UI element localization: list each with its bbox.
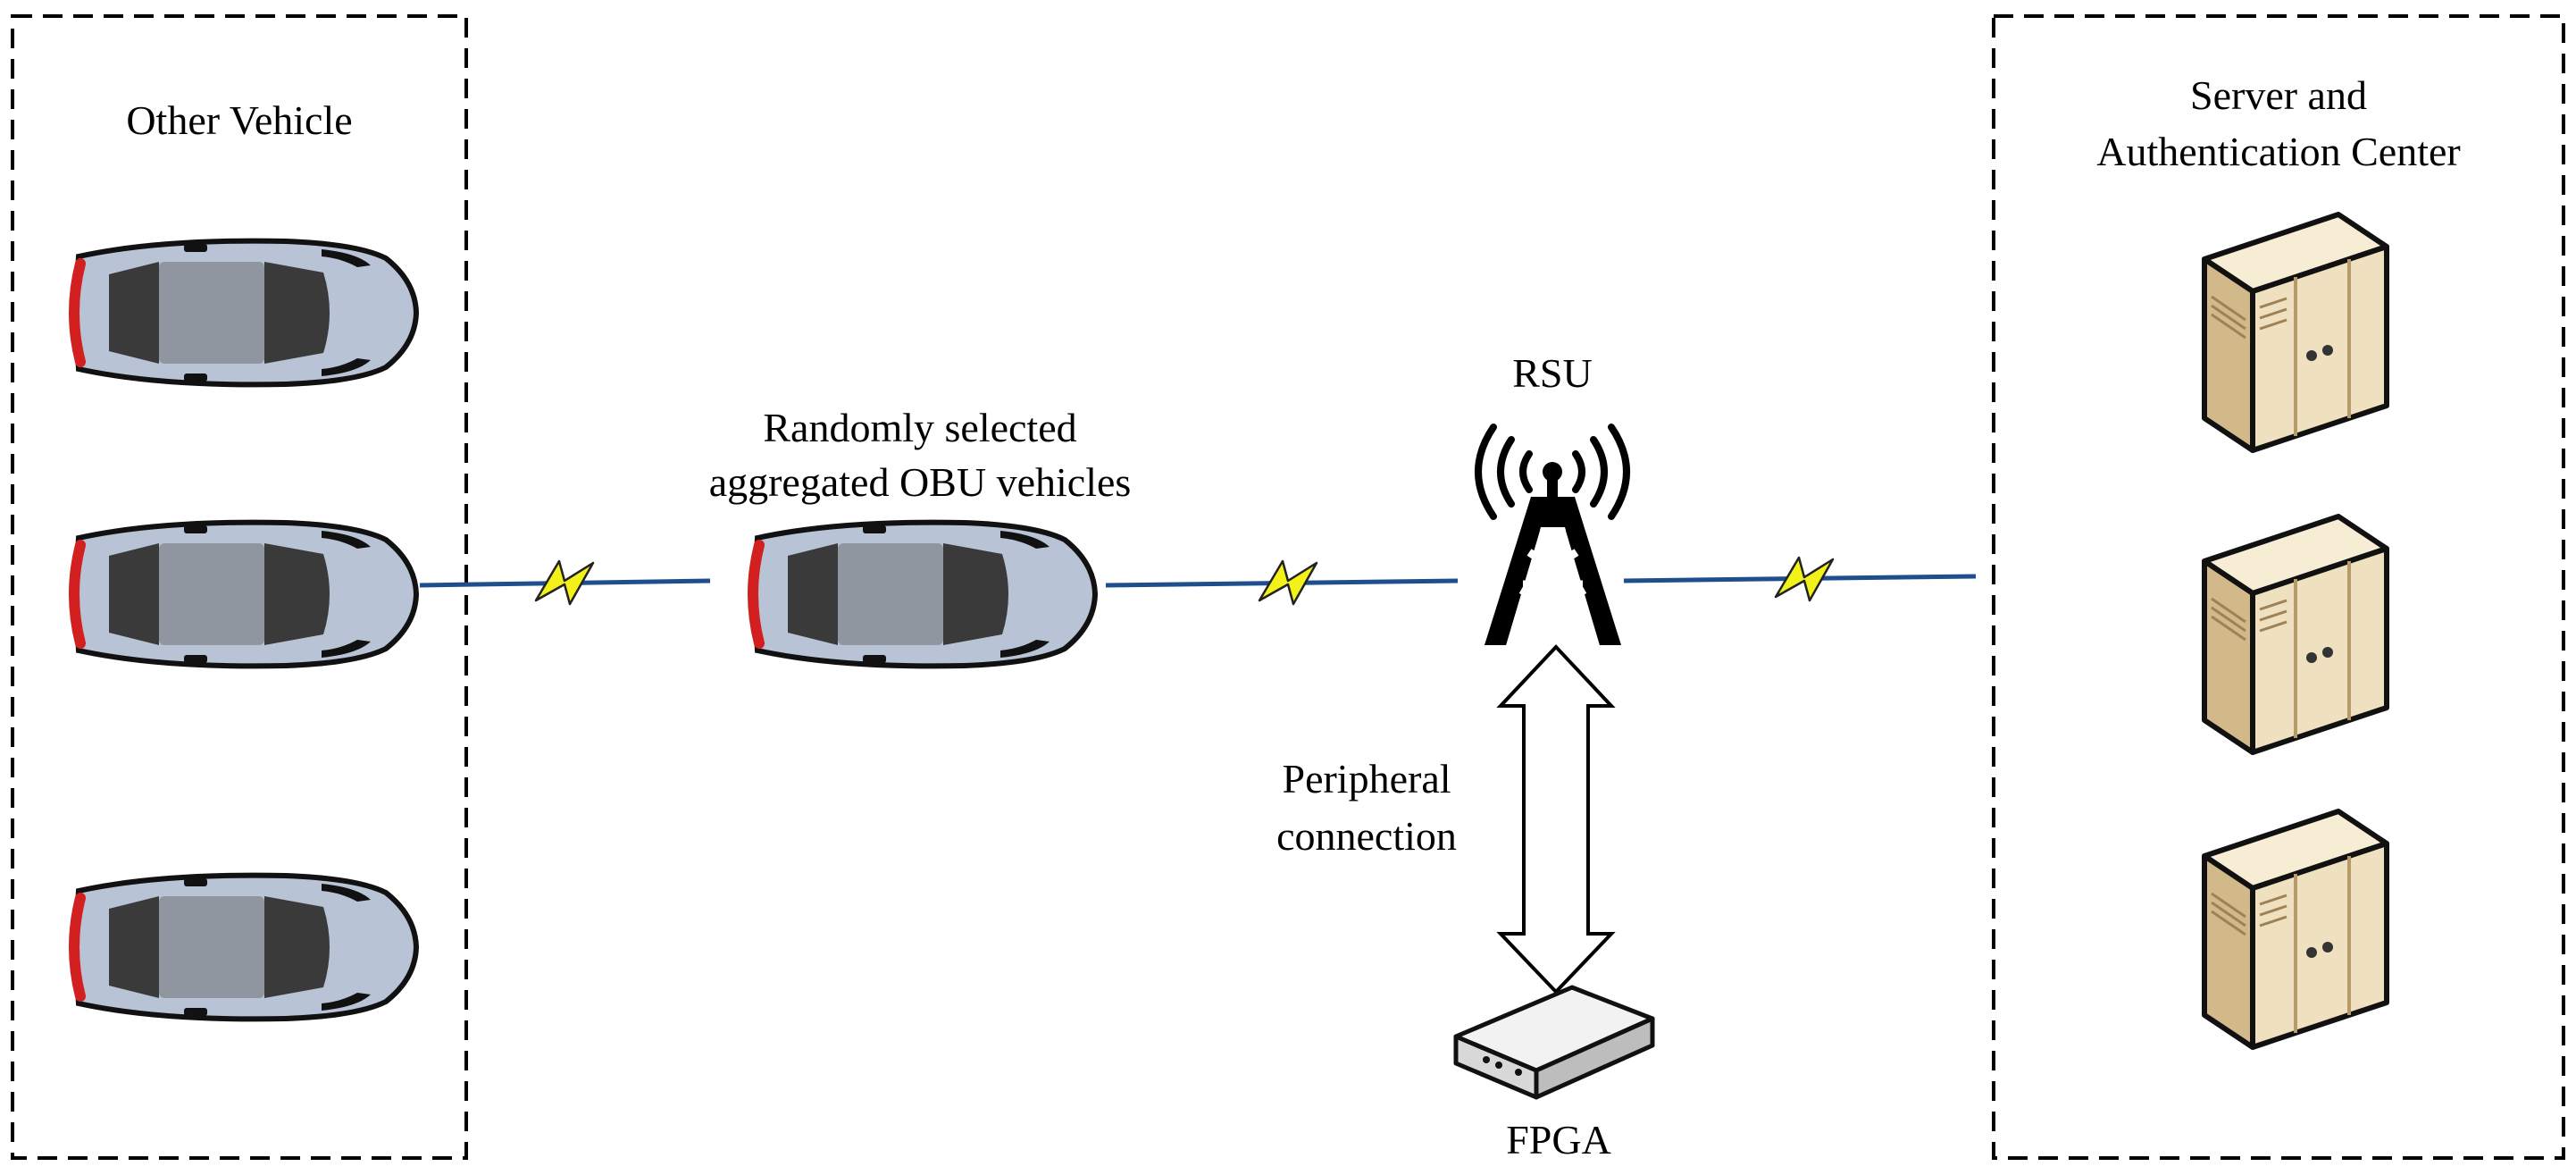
obu-vehicle-car-icon	[753, 523, 1095, 667]
server-label-line1: Server and	[2190, 72, 2367, 118]
rsu-tower-icon	[1475, 424, 1630, 645]
other-vehicle-car-icon	[74, 241, 416, 385]
other-vehicle-car-icon	[74, 876, 416, 1020]
other-vehicle-car-icon	[74, 523, 416, 667]
fpga-device-icon	[1453, 985, 1655, 1100]
other-vehicle-label: Other Vehicle	[126, 97, 353, 143]
randomly-selected-label-line1: Randomly selected	[763, 405, 1077, 450]
wireless-link-rsu-server	[1623, 556, 1977, 602]
other-vehicle-group-box	[11, 14, 468, 1160]
fpga-label: FPGA	[1506, 1117, 1611, 1162]
rsu-label: RSU	[1512, 350, 1593, 396]
peripheral-label-line1: Peripheral	[1282, 756, 1451, 802]
peripheral-label-line2: connection	[1276, 813, 1457, 859]
server-icon	[2204, 811, 2387, 1047]
wireless-link-vehicle-obu	[419, 559, 711, 606]
server-icon	[2204, 516, 2387, 752]
randomly-selected-label-line2: aggregated OBU vehicles	[708, 459, 1132, 505]
server-icon	[2204, 214, 2387, 450]
server-label-line2: Authentication Center	[2096, 129, 2461, 174]
server-group-box	[1992, 14, 2565, 1160]
wireless-link-obu-rsu	[1105, 559, 1459, 606]
